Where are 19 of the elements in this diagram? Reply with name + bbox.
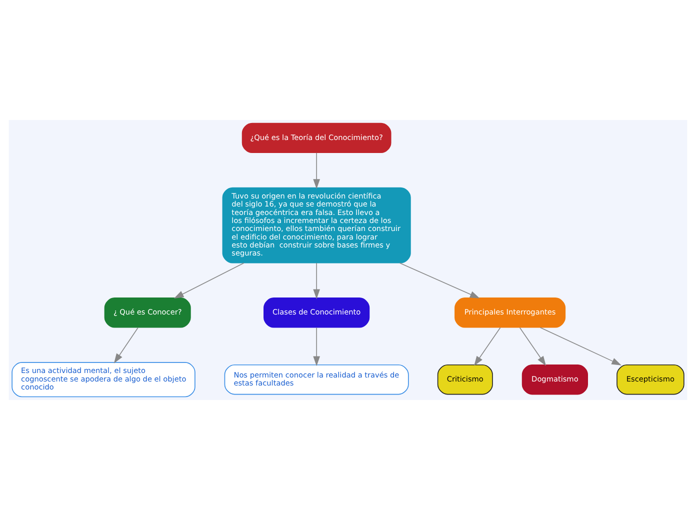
arrow [313,152,320,189]
arrow [540,327,622,366]
node-box: Criticismo [437,364,493,395]
node-box: Escepticismo [616,364,684,395]
arrow [313,327,320,366]
arrow [519,327,546,366]
arrow [174,262,244,298]
node-box: ¿ Qué es Conocer? [104,298,191,328]
node-box: Principales Interrogantes [454,298,566,328]
node-box: Tuvo su origen en la revolución científica del siglo 16, ya que se demostró que la teoría geocéntrica era falsa. Esto llevo a los filósofos a incrementar la certeza de los conocimiento, ellos también querían construir el edificio del conocimiento, para lograr esto debían construir sobre bases firmes y seguras. [222,187,411,264]
arrow [114,327,138,364]
arrow [399,262,480,298]
node-box: Nos permiten conocer la realidad a través de estas facultades [224,364,409,395]
node-box: Es una actividad mental, el sujeto cognoscente se apodera de algo de el objeto conocido [12,362,196,398]
arrow [474,327,501,366]
node-box: Dogmatismo [522,364,588,395]
node-box: ¿Qué es la Teoría del Conocimiento? [242,122,392,154]
node-box: Clases de Conocimiento [264,298,370,328]
arrow [313,262,320,300]
